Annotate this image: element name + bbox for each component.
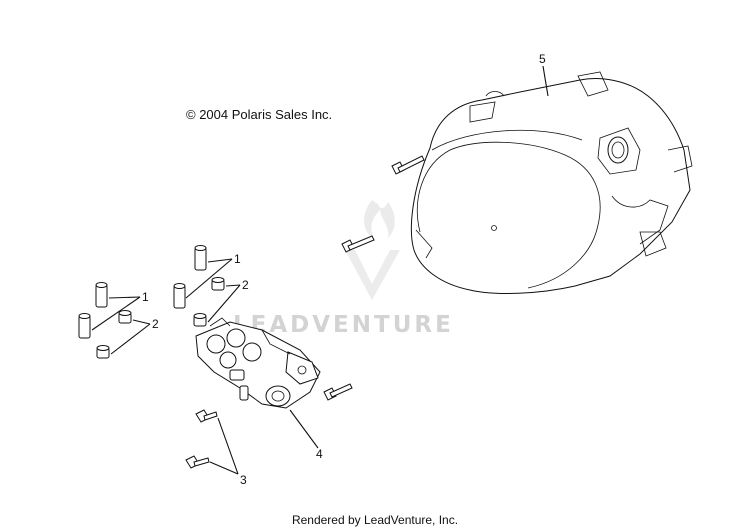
callout-1-lower: 1 <box>142 290 149 304</box>
part-1-bushing-b[interactable] <box>95 282 108 308</box>
part-1-bushing-a[interactable] <box>194 245 207 271</box>
bolt-middle[interactable] <box>341 235 375 253</box>
part-2-cap-d[interactable] <box>96 345 110 359</box>
part-3-bolt-b[interactable] <box>185 455 210 469</box>
part-1-bushing-c[interactable] <box>173 283 186 309</box>
copyright-text: © 2004 Polaris Sales Inc. <box>186 107 333 122</box>
callout-1-upper: 1 <box>234 252 241 266</box>
bolt-lower[interactable] <box>323 383 353 401</box>
footer-credit: Rendered by LeadVenture, Inc. <box>291 513 459 527</box>
part-5-housing-cover[interactable] <box>410 71 693 294</box>
callout-4: 4 <box>316 447 323 461</box>
part-2-cap-a[interactable] <box>211 277 225 291</box>
part-2-cap-c[interactable] <box>193 313 207 327</box>
part-2-cap-b[interactable] <box>118 310 132 324</box>
callout-3: 3 <box>240 473 247 487</box>
part-1-bushing-d[interactable] <box>78 313 91 339</box>
part-4-valve-assembly[interactable] <box>195 317 321 409</box>
callouts: 1 1 2 2 3 4 5 <box>142 52 546 487</box>
bolt-upper[interactable] <box>391 155 425 175</box>
callout-2-lower: 2 <box>152 317 159 331</box>
leader-lines <box>91 65 549 475</box>
part-3-bolt-a[interactable] <box>195 409 218 423</box>
callout-5: 5 <box>539 52 546 66</box>
callout-2-upper: 2 <box>242 278 249 292</box>
watermark-logo-icon <box>345 200 400 300</box>
